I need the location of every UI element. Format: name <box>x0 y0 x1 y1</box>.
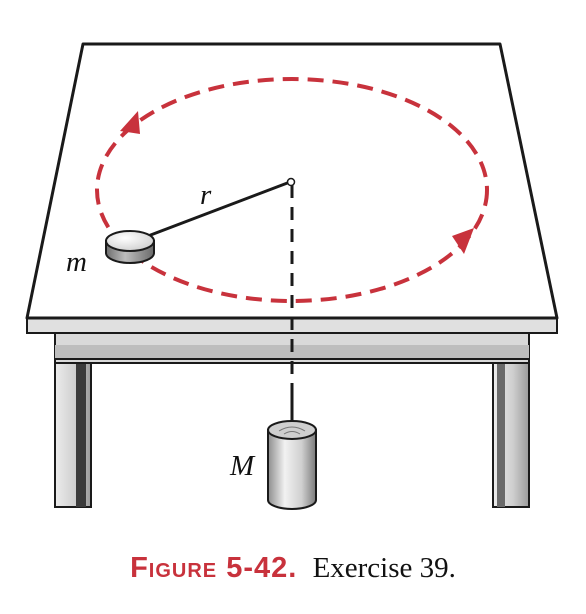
label-hanging-mass: M <box>229 450 256 482</box>
left-leg-shadow <box>76 360 86 507</box>
puck-mass <box>105 230 155 264</box>
path-arrow-upper-left <box>120 111 140 134</box>
hanging-mass <box>267 420 317 510</box>
label-radius: r <box>200 179 212 211</box>
label-small-mass: m <box>66 246 87 278</box>
caption-text: Exercise 39. <box>312 552 456 584</box>
circular-path <box>95 77 489 303</box>
center-hole <box>286 177 296 187</box>
radius-string <box>147 180 291 238</box>
table-legs <box>54 359 530 508</box>
path-arrow-lower-right <box>452 228 474 254</box>
right-leg-shadow <box>497 360 505 507</box>
figure-number: Figure 5-42. <box>130 552 298 584</box>
figure-caption: Figure 5-42. Exercise 39. <box>0 552 586 585</box>
